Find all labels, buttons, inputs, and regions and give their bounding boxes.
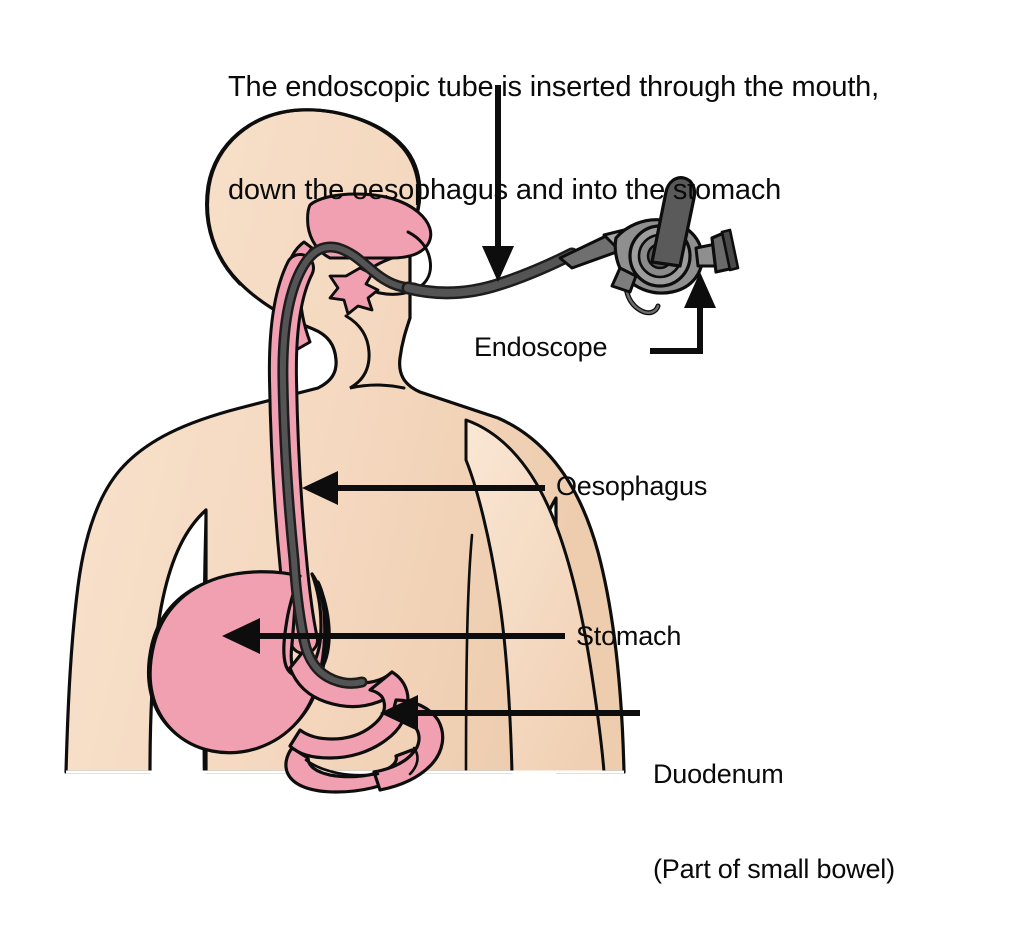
jaw-neck-line (344, 314, 406, 390)
label-duodenum: Duodenum (Part of small bowel) (653, 695, 895, 950)
label-oesophagus: Oesophagus (556, 471, 708, 501)
eyepiece-rim (720, 228, 740, 272)
label-duodenum-line-1: Duodenum (653, 758, 784, 789)
endoscope-arrow-head (684, 272, 716, 308)
digestive-organs (146, 570, 445, 794)
anatomy-illustration (64, 85, 740, 794)
duodenum-arrow-head (380, 695, 418, 731)
scope-external-tube-core (404, 250, 576, 297)
bowel-inner-line-2 (408, 746, 419, 776)
bowel-inner-line-1 (304, 758, 380, 777)
title-arrow-head (482, 246, 514, 282)
callout-arrows (222, 85, 716, 731)
figure-caption: The endoscopic tube is inserted through … (228, 2, 928, 276)
endoscope-handle (558, 176, 740, 316)
biopsy-port-core (624, 286, 660, 314)
diagram-canvas: The endoscopic tube is inserted through … (64, 2, 928, 885)
body-silhouette (64, 108, 626, 774)
nasopharynx (306, 192, 433, 260)
scope-path-internal-core (279, 244, 417, 643)
epiglottis (328, 266, 380, 316)
caption-line-1: The endoscopic tube is inserted through … (228, 71, 879, 104)
endoscope-arrow-elbow (650, 300, 703, 354)
endoscope-inserted-tube (277, 241, 420, 689)
caption-line-2: down the oesophagus and into the stomach (228, 174, 782, 207)
label-duodenum-line-2: (Part of small bowel) (653, 854, 895, 885)
handle-finger-rest (610, 266, 638, 294)
label-stomach: Stomach (576, 621, 682, 651)
face-profile (374, 230, 432, 296)
endoscope-external (401, 247, 579, 300)
stomach-arrow-head (222, 618, 260, 654)
oesophagus-arrow-head (302, 471, 338, 505)
head-contour (205, 108, 421, 286)
scope-tip-in-stomach-core (301, 637, 365, 687)
stomach-body (148, 570, 327, 755)
right-arm (464, 418, 606, 774)
umbilical-tube (650, 176, 697, 268)
label-endoscope: Endoscope (474, 332, 608, 362)
right-arm-crease (464, 533, 474, 772)
